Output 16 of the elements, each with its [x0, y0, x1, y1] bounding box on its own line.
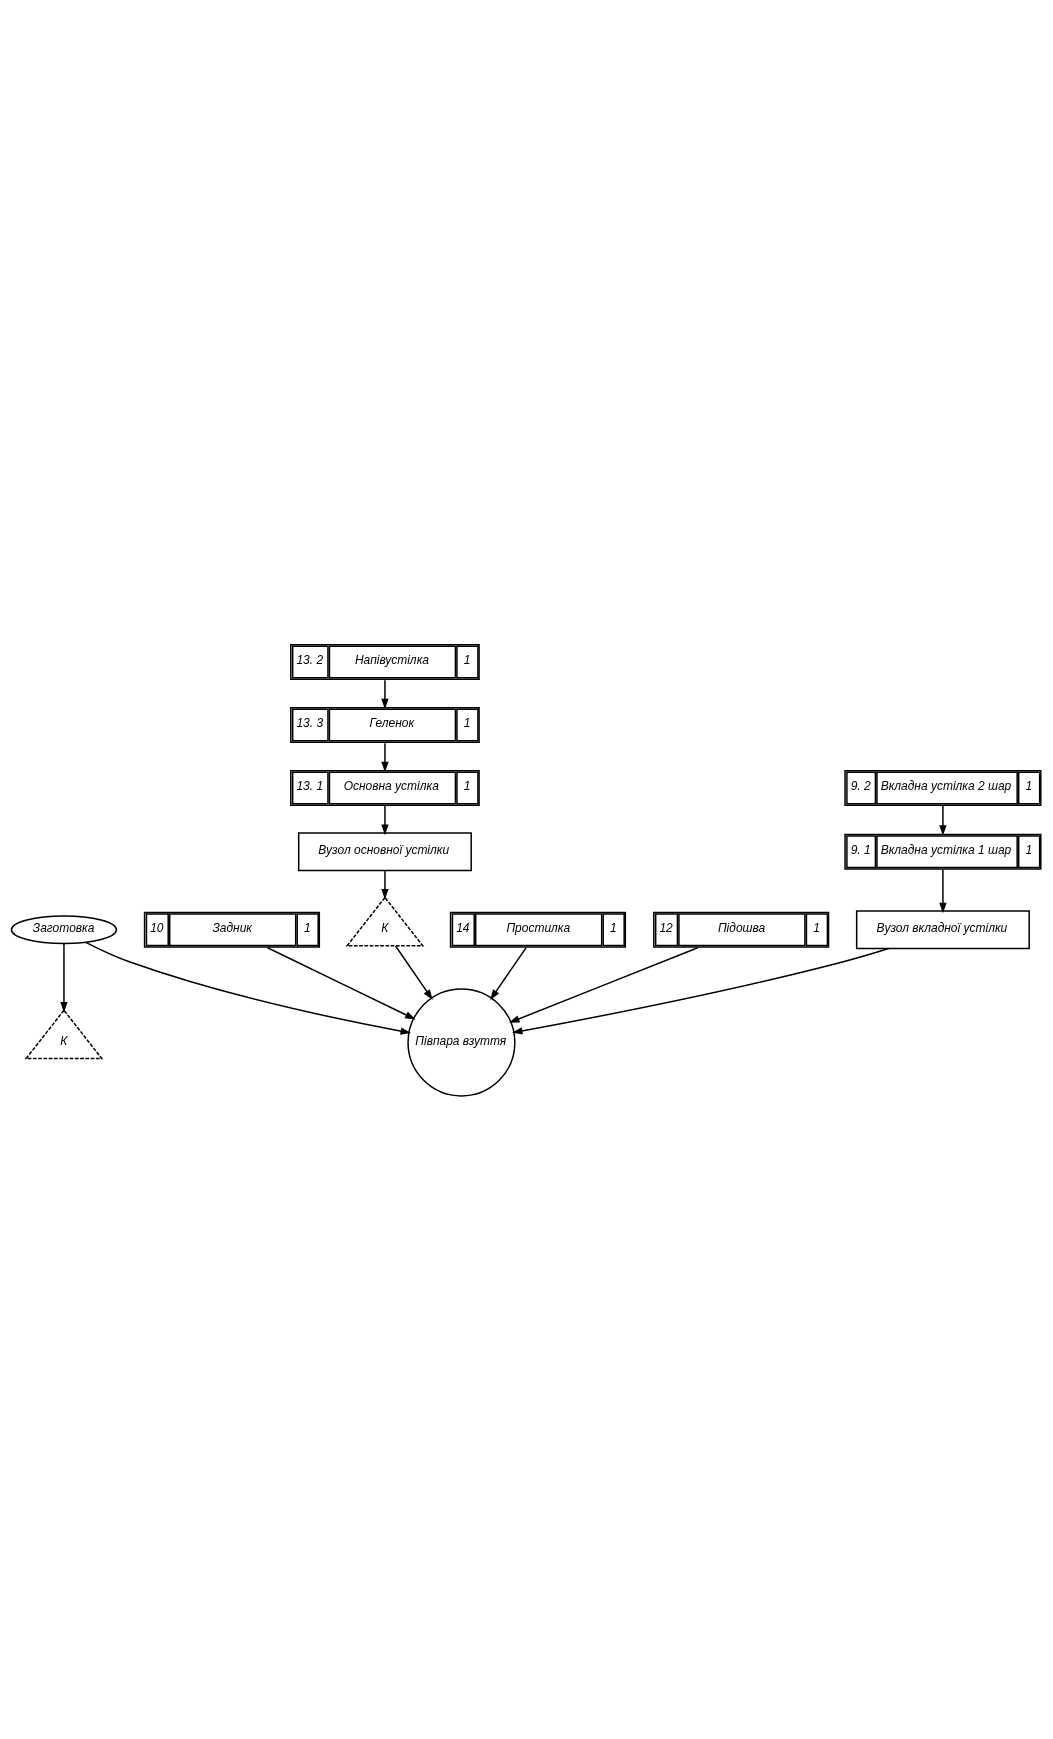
arrow — [60, 942, 68, 1012]
arrow — [381, 678, 389, 709]
arrow — [381, 804, 389, 835]
arrow — [394, 944, 433, 1000]
arrow — [266, 946, 416, 1020]
node-box: Вузол вкладної устілки — [855, 909, 1030, 949]
arrow — [939, 804, 947, 836]
arrow — [85, 941, 412, 1035]
arrow — [939, 868, 947, 913]
arrow — [511, 947, 890, 1034]
arrow — [508, 946, 699, 1023]
arrow — [381, 869, 389, 899]
node-ellipse: Заготовка — [10, 914, 118, 944]
arrow — [381, 741, 389, 772]
node-box: Вузол основної устілки — [297, 831, 472, 871]
arrow — [490, 946, 527, 1000]
